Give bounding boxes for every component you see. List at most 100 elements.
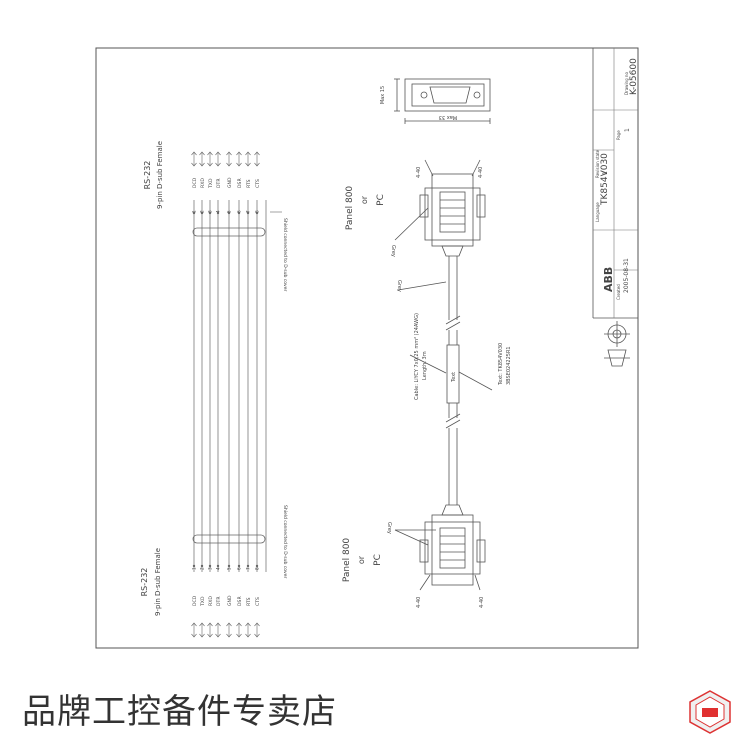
- bot-arrow-icon: [199, 622, 205, 638]
- bot-pin-number: 5: [227, 567, 232, 570]
- bottom-pc-label: PC: [373, 554, 383, 566]
- language-label: Language: [595, 202, 600, 222]
- top-pin-dot: [255, 211, 259, 215]
- bot-pin-dot: [227, 564, 231, 568]
- top-arrow-icon: [199, 151, 205, 167]
- top-shield-note: Shield connected to D-sub cover: [282, 218, 288, 291]
- bot-pin-number: 8: [255, 567, 260, 570]
- bot-signal-label: RXD: [208, 596, 214, 606]
- bot-signal-label: RTS: [246, 597, 252, 606]
- bottom-shield-note: Shield connected to D-sub cover: [282, 505, 288, 578]
- top-signal-label: DTR: [216, 178, 222, 188]
- top-signal-label: RXD: [200, 178, 206, 188]
- bot-signal-label: GND: [227, 595, 233, 606]
- bottom-or-label: or: [357, 555, 366, 564]
- title-block: Drawing no K-05600 TK854V030 Page 1 Revi…: [592, 48, 639, 319]
- grey-label-1: Grey: [390, 245, 396, 257]
- cable-assembly: [394, 159, 493, 591]
- date-text: 2005-08-31: [623, 258, 630, 293]
- projection-symbol: [604, 321, 630, 367]
- cable-length: Length: 3m: [422, 351, 428, 380]
- top-signal-label: RTS: [246, 179, 252, 188]
- top-or-label: or: [360, 195, 369, 204]
- bot-signal-label: DSR: [237, 596, 243, 606]
- top-arrow-icon: [236, 151, 242, 167]
- top-header-sub: 9-pin D-sub Female: [156, 141, 164, 209]
- drawing-no-label: Drawing no: [624, 72, 629, 95]
- bot-pin-dot: [192, 564, 196, 568]
- thread-bottom-b: 4-40: [479, 597, 485, 608]
- top-pin-dot: [192, 211, 196, 215]
- top-header-title: RS-232: [143, 161, 152, 190]
- part-number: TK854V030: [600, 153, 610, 206]
- top-pin-dot: [200, 211, 204, 215]
- bot-pin-dot: [255, 564, 259, 568]
- revision-label: Revision state: [595, 149, 600, 178]
- cable-text-line1: Text: TK854V030: [498, 343, 504, 386]
- top-pin-dot: [246, 211, 250, 215]
- cable-spec: Cable: LiYCY 7x0,25 mm² (24AWG): [414, 313, 420, 400]
- top-signal-label: DCD: [192, 177, 198, 188]
- bot-arrow-icon: [191, 622, 197, 638]
- dim-height: Max 15: [380, 86, 386, 104]
- bot-arrow-icon: [215, 622, 221, 638]
- bot-pin-number: 6: [237, 567, 242, 570]
- shop-caption: 品牌工控备件专卖店: [22, 692, 337, 732]
- top-signal-label: TXD: [208, 178, 214, 189]
- top-signal-label: CTS: [255, 179, 261, 188]
- top-arrow-icon: [245, 151, 251, 167]
- grey-label-2: Grey: [396, 280, 402, 292]
- bottom-header-sub: 9-pin D-sub Female: [154, 548, 162, 616]
- bot-pin-number: 7: [246, 567, 251, 570]
- top-arrow-icon: [191, 151, 197, 167]
- bot-pin-number: 1: [192, 567, 197, 570]
- bot-arrow-icon: [236, 622, 242, 638]
- detail-connector: [394, 78, 491, 124]
- bot-pin-number: 3: [208, 567, 213, 570]
- thread-bottom-a: 4-40: [416, 597, 422, 608]
- thread-top-a: 4-40: [416, 167, 422, 178]
- top-signal-label: GND: [227, 177, 233, 188]
- top-pin-dot: [237, 211, 241, 215]
- top-arrow-icon: [207, 151, 213, 167]
- bot-pin-number: 2: [200, 567, 205, 570]
- bot-pin-number: 4: [216, 567, 221, 570]
- top-signal-label: DSR: [237, 178, 243, 188]
- top-device-label: Panel 800: [345, 186, 355, 231]
- bot-arrow-icon: [207, 622, 213, 638]
- bot-pin-dot: [208, 564, 212, 568]
- top-arrow-icon: [215, 151, 221, 167]
- top-pin-dot: [227, 211, 231, 215]
- created-label: Created: [616, 284, 621, 300]
- revision-number: 1: [602, 171, 609, 175]
- bot-signal-label: TXD: [200, 596, 206, 607]
- top-pin-dot: [216, 211, 220, 215]
- bot-arrow-icon: [254, 622, 260, 638]
- top-pc-label: PC: [376, 194, 386, 206]
- brand-badge-icon: [689, 690, 731, 734]
- bot-pin-dot: [216, 564, 220, 568]
- bot-signal-label: DTR: [216, 596, 222, 606]
- bot-pin-dot: [200, 564, 204, 568]
- bottom-header-title: RS-232: [140, 568, 149, 597]
- bot-arrow-icon: [226, 622, 232, 638]
- bot-pin-dot: [246, 564, 250, 568]
- bottom-device-label: Panel 800: [342, 538, 352, 583]
- bot-signal-label: CTS: [255, 597, 261, 606]
- top-arrow-icon: [226, 151, 232, 167]
- sheet-label: Page: [616, 130, 621, 140]
- cable-label-tag: Text: [451, 372, 457, 383]
- drawing-number: K-05600: [629, 58, 639, 95]
- bot-signal-label: DCD: [192, 595, 198, 606]
- top-arrow-icon: [254, 151, 260, 167]
- thread-top-b: 4-40: [478, 167, 484, 178]
- bot-arrow-icon: [245, 622, 251, 638]
- dim-width: Max 33: [439, 114, 457, 120]
- grey-label-3: Grey: [386, 522, 392, 534]
- abb-logo: ABB: [602, 267, 615, 292]
- sheet-number: 1: [624, 128, 631, 132]
- bot-pin-dot: [237, 564, 241, 568]
